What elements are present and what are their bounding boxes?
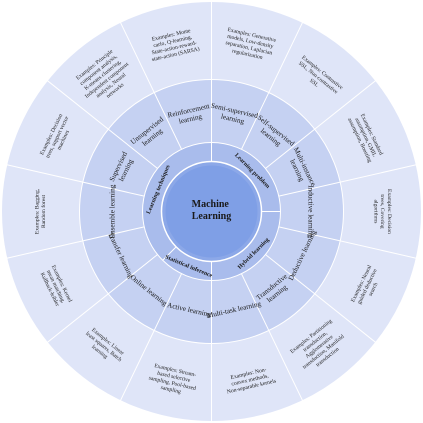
examples-text-line: Random forest bbox=[40, 195, 47, 229]
examples-text-line: algorithms bbox=[373, 200, 379, 224]
sector-divider bbox=[240, 22, 304, 150]
sector-divider bbox=[278, 164, 417, 197]
category-divider bbox=[162, 246, 177, 261]
sector-divider bbox=[265, 80, 376, 169]
method-label-line: Inductive learning bbox=[307, 185, 315, 238]
method-label-line: Ensemble learning bbox=[108, 184, 116, 238]
examples-text: Examples: Stream-based selectivesampling… bbox=[147, 363, 200, 399]
examples-text-line: trees, Covering bbox=[379, 194, 385, 228]
ring-dividers bbox=[6, 1, 417, 422]
sector-divider bbox=[47, 80, 158, 169]
center-circle-core bbox=[165, 165, 258, 258]
sector-divider bbox=[119, 22, 183, 150]
sector-divider bbox=[6, 164, 145, 197]
center-title-line-1: Machine bbox=[192, 199, 230, 210]
method-label: Ensemble learning bbox=[108, 184, 116, 238]
examples-text-line: search bbox=[368, 282, 380, 298]
sector-divider bbox=[240, 273, 304, 401]
method-label: Inductive learning bbox=[307, 185, 315, 238]
center-title: Machine Learning bbox=[192, 199, 232, 222]
examples-text-line: Examples: Decision bbox=[386, 189, 392, 234]
sector-divider bbox=[278, 226, 417, 259]
examples-text: Examples: Bagging,Random forest bbox=[35, 188, 48, 234]
sector-divider bbox=[47, 254, 158, 343]
examples-text-line: sampling bbox=[160, 385, 182, 395]
examples-text: Examples: Decisiontrees, Coveringalgorit… bbox=[373, 189, 392, 234]
sector-divider bbox=[265, 254, 376, 343]
examples-text-line: Examples: Bagging, bbox=[35, 188, 41, 234]
sector-divider bbox=[6, 226, 145, 259]
center-title-line-2: Learning bbox=[192, 211, 231, 222]
examples-text-line: SSL bbox=[308, 78, 320, 89]
sector-divider bbox=[119, 273, 183, 401]
